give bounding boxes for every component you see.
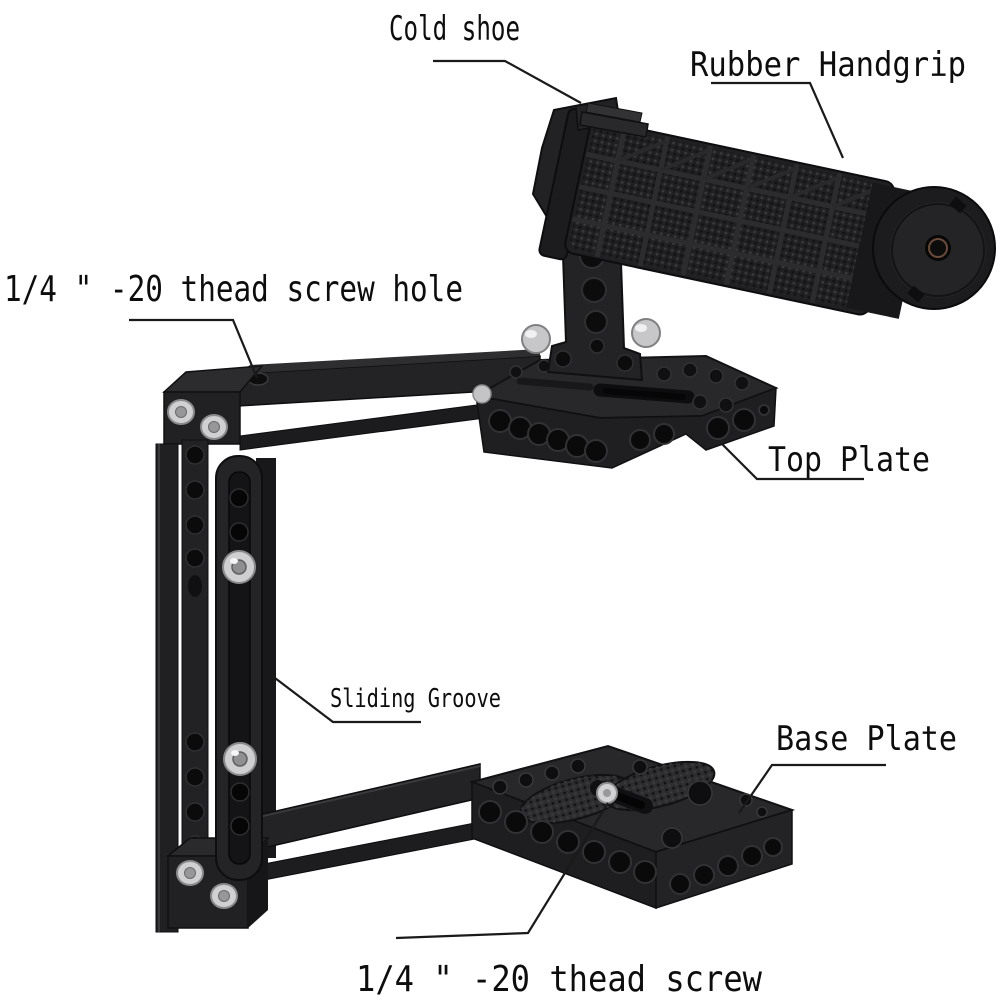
rubber-handgrip [538, 107, 926, 319]
label-thread-screw-hole: 1/4 " -20 thead screw hole [4, 269, 463, 310]
plate-corner-screw [472, 384, 492, 404]
block-screw-3 [176, 860, 204, 886]
base-plate [468, 744, 796, 910]
block-screw-4 [210, 883, 238, 909]
cap-notch-bottom [907, 285, 925, 303]
front-rail [155, 443, 179, 933]
label-sliding-groove: Sliding Groove [330, 684, 501, 714]
cold-shoe [575, 102, 649, 138]
base-plate-screw [596, 782, 618, 804]
leader-top-plate [721, 443, 864, 481]
leader-sliding-groove [270, 674, 421, 724]
label-top-plate: Top Plate [768, 440, 930, 480]
label-thread-screw: 1/4 " -20 thead screw [356, 959, 762, 1000]
leader-thread-screw-hole [129, 318, 259, 379]
label-base-plate: Base Plate [776, 719, 957, 759]
block-screw-2 [200, 414, 228, 440]
label-rubber-handgrip: Rubber Handgrip [690, 45, 966, 85]
leader-cold-shoe [433, 59, 582, 104]
riser-dome-screw-right [631, 318, 661, 348]
leader-base-plate [738, 763, 886, 814]
block-screw-1 [167, 399, 195, 425]
cap-notch-top [949, 196, 967, 214]
leader-rubber-handgrip [711, 81, 845, 159]
top-corner-block [162, 365, 264, 445]
slider-screw-bottom [223, 742, 257, 776]
riser-dome-screw-left [521, 324, 551, 354]
slider-screw-top [222, 550, 256, 584]
label-cold-shoe: Cold shoe [389, 9, 520, 49]
leader-thread-screw [395, 802, 609, 940]
handgrip-end-cap [872, 186, 996, 310]
bottom-rods [245, 763, 481, 881]
sliding-groove-rail [215, 455, 263, 881]
top-rods [237, 349, 541, 451]
